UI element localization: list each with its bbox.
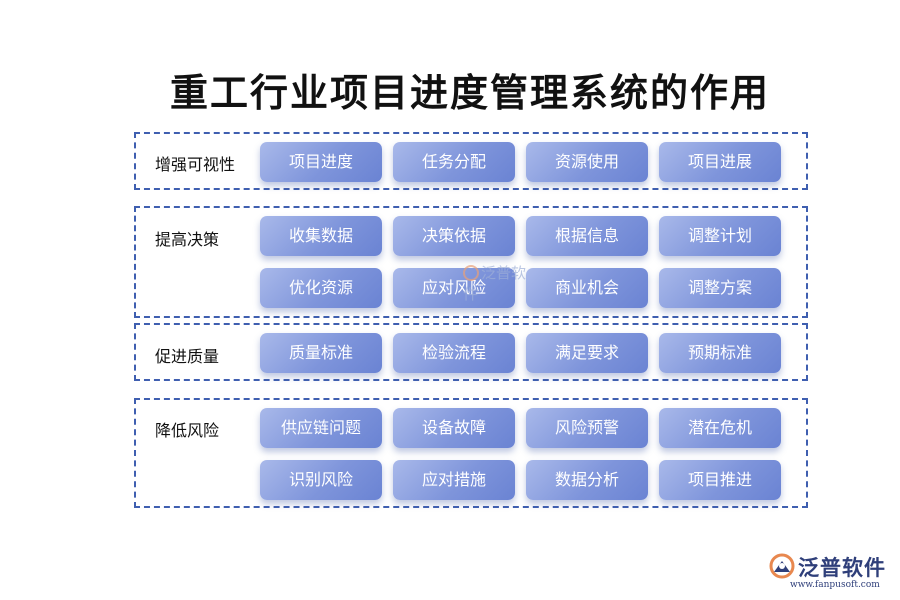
item-box: 潜在危机: [659, 408, 781, 448]
brand-logo: 泛普软件 www.fanpusoft.com: [768, 552, 892, 594]
item-box: 数据分析: [526, 460, 648, 500]
item-box: 收集数据: [260, 216, 382, 256]
item-box: 检验流程: [393, 333, 515, 373]
group-label: 降低风险: [155, 421, 220, 440]
group-label: 促进质量: [155, 347, 220, 366]
group-reduce-risk: 降低风险 供应链问题 设备故障 风险预警 潜在危机 识别风险 应对措施 数据分析…: [134, 398, 808, 508]
item-box: 质量标准: [260, 333, 382, 373]
item-box: 优化资源: [260, 268, 382, 308]
group-enhance-visibility: 增强可视性 项目进度 任务分配 资源使用 项目进展: [134, 132, 808, 190]
group-promote-quality: 促进质量 质量标准 检验流程 满足要求 预期标准: [134, 323, 808, 381]
brand-name: 泛普软件: [798, 556, 886, 580]
item-box: 项目进度: [260, 142, 382, 182]
brand-url: www.fanpusoft.com: [790, 580, 880, 590]
item-box: 应对措施: [393, 460, 515, 500]
item-box: 调整计划: [659, 216, 781, 256]
watermark-text: 泛普软件: [463, 264, 527, 303]
item-box: 资源使用: [526, 142, 648, 182]
item-box: 项目进展: [659, 142, 781, 182]
watermark: 泛普软件: [463, 262, 537, 303]
item-box: 设备故障: [393, 408, 515, 448]
group-label: 增强可视性: [155, 155, 236, 174]
item-box: 项目推进: [659, 460, 781, 500]
item-box: 供应链问题: [260, 408, 382, 448]
item-box: 任务分配: [393, 142, 515, 182]
item-box: 商业机会: [526, 268, 648, 308]
item-box: 应对风险: [393, 268, 515, 308]
item-box: 满足要求: [526, 333, 648, 373]
watermark-logo-icon: [463, 265, 479, 281]
item-box: 风险预警: [526, 408, 648, 448]
item-box: 决策依据: [393, 216, 515, 256]
group-improve-decision: 提高决策 收集数据 决策依据 根据信息 调整计划 优化资源 应对风险 商业机会 …: [134, 206, 808, 318]
item-box: 根据信息: [526, 216, 648, 256]
brand-mark-icon: [769, 553, 795, 579]
item-box: 预期标准: [659, 333, 781, 373]
group-label: 提高决策: [155, 230, 220, 249]
page-title: 重工行业项目进度管理系统的作用: [169, 71, 770, 115]
item-box: 调整方案: [659, 268, 781, 308]
item-box: 识别风险: [260, 460, 382, 500]
